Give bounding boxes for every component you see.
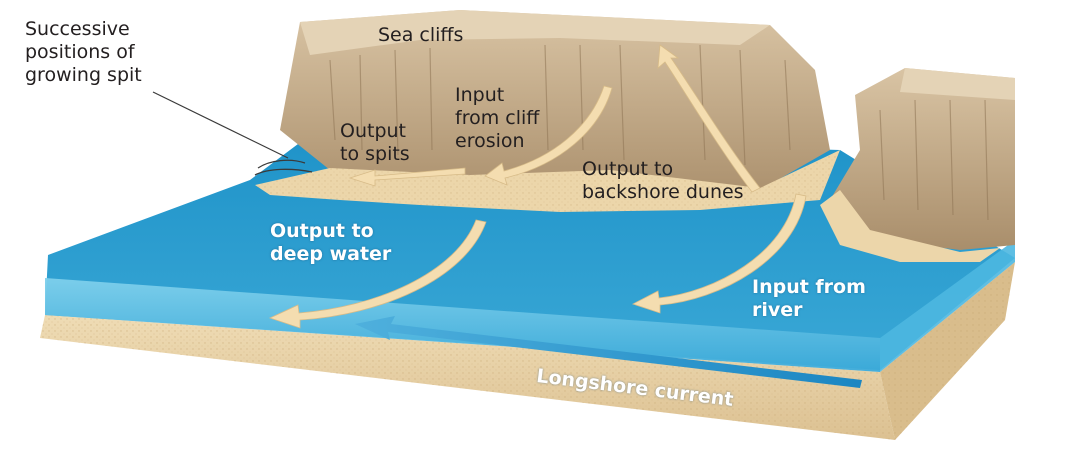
sediment-arrows — [268, 44, 807, 329]
water-cross-section — [45, 278, 880, 372]
label-sea-cliffs: Sea cliffs — [378, 24, 464, 46]
label-successive-spit: Successive positions of growing spit — [25, 18, 142, 86]
label-output-deep-water: Output to deep water — [270, 220, 392, 265]
label-input-cliff-erosion: Input from cliff erosion — [455, 84, 540, 152]
sand-base — [40, 262, 1015, 440]
right-cliff — [820, 68, 1015, 262]
spit-leader-line — [152, 91, 289, 159]
label-input-river: Input from river — [752, 276, 866, 321]
label-output-spits: Output to spits — [340, 120, 410, 165]
label-output-dunes: Output to backshore dunes — [582, 158, 744, 203]
spit-position-lines — [254, 159, 313, 176]
longshore-current-arrow — [355, 316, 862, 388]
sea-cliffs — [280, 10, 830, 205]
